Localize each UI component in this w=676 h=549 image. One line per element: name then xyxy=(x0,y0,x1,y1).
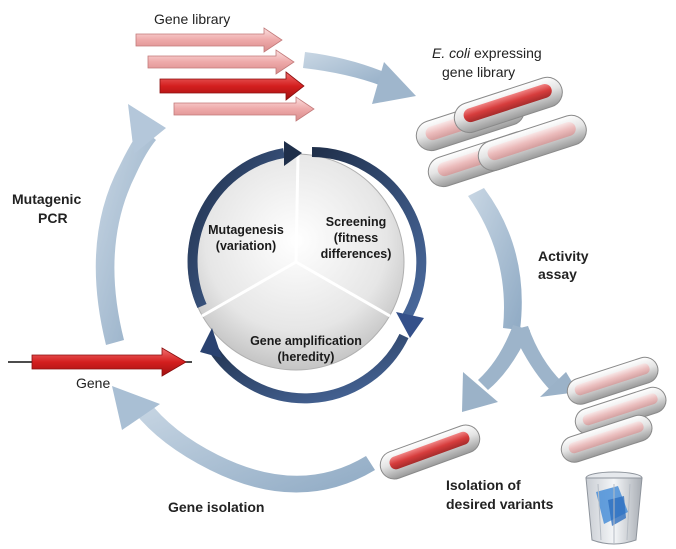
library-arrow-4 xyxy=(173,96,315,122)
central-cycle: Mutagenesis (variation) Screening (fitne… xyxy=(187,141,427,404)
outer-arrow-ecoli-to-assay xyxy=(468,188,522,330)
gene-label: Gene xyxy=(76,375,110,391)
mutagenic-label: Mutagenic xyxy=(12,191,81,207)
library-arrow-3 xyxy=(159,71,305,101)
ecoli-cell xyxy=(453,76,563,134)
inner-arrow-amplification-to-mutagenesis xyxy=(200,328,409,404)
gene-library-arrows xyxy=(135,27,315,122)
screening-sublabel-1: (fitness xyxy=(334,231,379,245)
ecoli-cell xyxy=(477,114,587,172)
activity-label: Activity xyxy=(538,248,589,264)
outer-arrow-library-to-ecoli xyxy=(303,52,416,104)
amplification-sublabel: (heredity) xyxy=(278,350,335,364)
mutagenic-label-line2: PCR xyxy=(38,210,68,226)
segment-dividers xyxy=(201,153,391,318)
activity-label-line2: assay xyxy=(538,266,577,282)
amplification-label: Gene amplification xyxy=(250,334,362,348)
inner-arrow-mutagenesis-to-screening xyxy=(187,141,302,309)
gene-arrow xyxy=(8,347,192,377)
mutagenesis-sublabel: (variation) xyxy=(216,239,276,253)
inner-arrow-screening-to-amplification xyxy=(311,147,427,338)
outer-arrow-gene-to-library xyxy=(95,104,166,345)
mutagenesis-label: Mutagenesis xyxy=(208,223,284,237)
discarded-cell xyxy=(560,414,653,463)
ecoli-label-line2: gene library xyxy=(442,64,515,80)
recycle-bin-icon xyxy=(585,471,643,545)
outer-arrow-isolation-to-gene xyxy=(112,386,375,493)
library-arrow-1 xyxy=(135,27,283,53)
selected-cell xyxy=(379,424,481,480)
ecoli-cell-cluster xyxy=(415,76,587,188)
screening-label: Screening xyxy=(326,215,386,229)
library-arrow-2 xyxy=(147,49,295,75)
isolation-label-line2: desired variants xyxy=(446,496,554,512)
gene-library-label: Gene library xyxy=(154,11,230,27)
outer-arrow-branch-desired xyxy=(462,325,530,412)
ecoli-label: E. coli expressing xyxy=(432,45,542,61)
discarded-cell xyxy=(566,356,659,405)
screening-sublabel-2: differences) xyxy=(321,247,392,261)
discarded-cell-cluster xyxy=(560,356,667,463)
gene-isolation-label: Gene isolation xyxy=(168,499,264,515)
isolation-label: Isolation of xyxy=(446,477,521,493)
